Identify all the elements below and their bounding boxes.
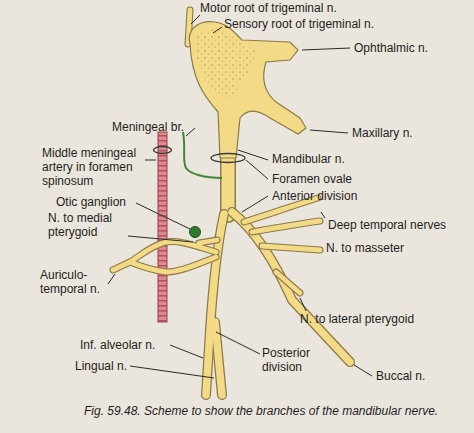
part-label: Anterior division: [272, 189, 357, 203]
part-label: Motor root of trigeminal n.: [200, 1, 337, 15]
part-label: Auriculo-temporal n.: [40, 268, 108, 296]
part-label: Posterior division: [262, 346, 324, 374]
trigeminal-ganglion: [189, 22, 306, 158]
part-label: Maxillary n.: [352, 126, 413, 140]
part-label: Ophthalmic n.: [354, 41, 428, 55]
part-label: N. to masseter: [326, 241, 404, 255]
part-label: Inf. alveolar n.: [80, 338, 155, 352]
part-label: Buccal n.: [376, 369, 425, 383]
figure-caption: Fig. 59.48. Scheme to show the branches …: [84, 404, 438, 418]
artery: [158, 132, 167, 322]
part-label: N. to lateral pterygoid: [300, 312, 414, 326]
part-label: Lingual n.: [75, 359, 127, 373]
part-label: Deep temporal nerves: [328, 218, 446, 232]
part-label: Middle meningeal artery in foramen spino…: [42, 146, 146, 188]
part-label: Meningeal br.: [112, 120, 184, 134]
part-label: N. to medial pterygoid: [48, 211, 132, 239]
part-label: Otic ganglion: [56, 195, 126, 209]
part-label: Sensory root of trigeminal n.: [224, 17, 374, 31]
part-label: Mandibular n.: [272, 152, 345, 166]
part-label: Foramen ovale: [272, 172, 352, 186]
